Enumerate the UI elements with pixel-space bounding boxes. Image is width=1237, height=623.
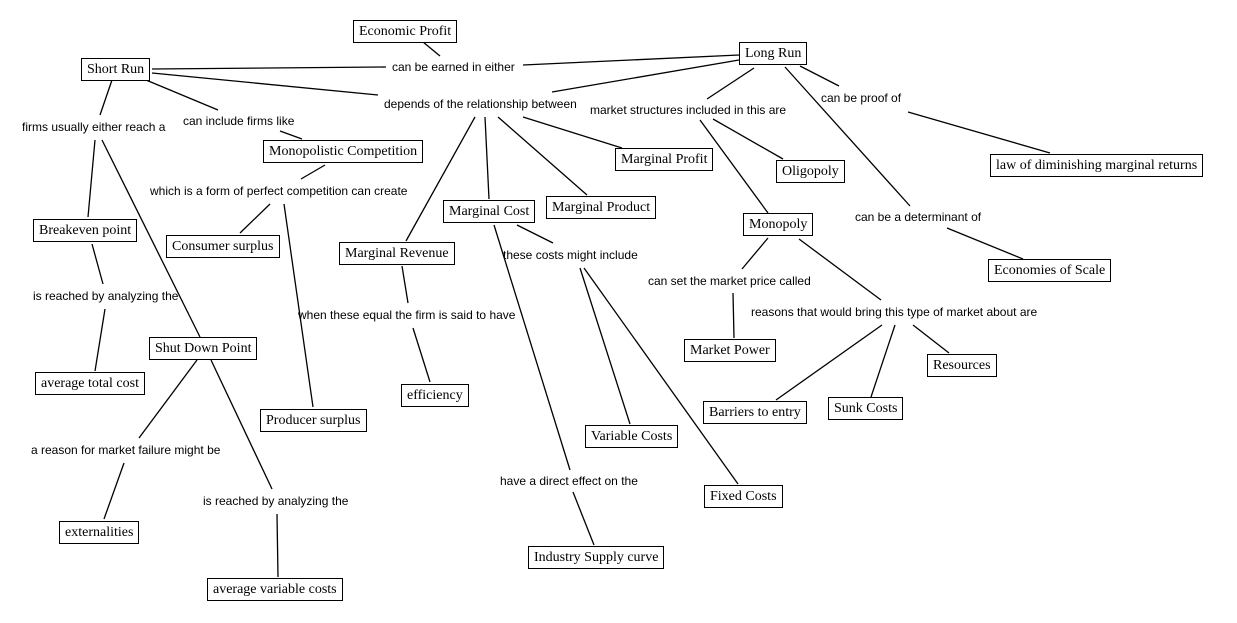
linking-phrase-firms-usually-reach: firms usually either reach a	[22, 120, 166, 134]
link-line	[522, 116, 623, 149]
concept-monopolistic-competition[interactable]: Monopolistic Competition	[263, 140, 424, 163]
linking-phrase-can-include-firms-like: can include firms like	[183, 114, 295, 128]
link-line	[579, 267, 631, 425]
linking-phrase-can-be-proof-of: can be proof of	[821, 91, 902, 105]
linking-phrase-reason-for-market-failure: a reason for market failure might be	[31, 443, 221, 457]
link-line	[484, 116, 490, 200]
concept-marginal-product[interactable]: Marginal Product	[546, 196, 657, 219]
link-line	[103, 462, 125, 520]
link-line	[741, 237, 769, 270]
link-line	[775, 324, 883, 401]
link-line	[94, 308, 106, 372]
concept-resources[interactable]: Resources	[927, 354, 997, 377]
concept-sunk-costs[interactable]: Sunk Costs	[828, 397, 904, 420]
concept-efficiency[interactable]: efficiency	[401, 384, 469, 407]
concept-economies-of-scale[interactable]: Economies of Scale	[988, 259, 1112, 282]
concept-market-power[interactable]: Market Power	[684, 339, 776, 362]
link-line	[784, 66, 911, 207]
link-line	[493, 224, 571, 471]
link-line	[572, 491, 595, 546]
link-line	[401, 265, 409, 304]
link-line	[712, 118, 784, 160]
link-line	[151, 72, 379, 96]
concept-marginal-cost[interactable]: Marginal Cost	[443, 200, 536, 223]
linking-phrase-market-structures: market structures included in this are	[590, 103, 787, 117]
linking-phrase-depends-of-relationship: depends of the relationship between	[384, 97, 577, 111]
linking-phrase-direct-effect-on: have a direct effect on the	[500, 474, 638, 488]
link-line	[145, 79, 219, 111]
link-line	[583, 267, 739, 485]
linking-phrase-when-these-equal: when these equal the firm is said to hav…	[298, 308, 516, 322]
linking-phrase-is-reached-by-analyzing-2: is reached by analyzing the	[203, 494, 349, 508]
concept-law-of-diminishing-marginal-returns[interactable]: law of diminishing marginal returns	[990, 154, 1204, 177]
link-line	[912, 324, 950, 354]
concept-average-variable-costs[interactable]: average variable costs	[207, 578, 343, 601]
linking-phrase-can-set-market-price: can set the market price called	[648, 274, 811, 288]
concept-economic-profit[interactable]: Economic Profit	[353, 20, 458, 43]
concept-industry-supply-curve[interactable]: Industry Supply curve	[528, 546, 665, 569]
link-line	[412, 327, 431, 383]
linking-phrase-is-reached-by-analyzing-1: is reached by analyzing the	[33, 289, 179, 303]
link-line	[699, 119, 769, 214]
link-line	[210, 359, 273, 490]
link-line	[907, 111, 1051, 154]
concept-barriers-to-entry[interactable]: Barriers to entry	[703, 401, 807, 424]
concept-externalities[interactable]: externalities	[59, 521, 140, 544]
link-line	[283, 203, 314, 408]
link-line	[732, 292, 735, 339]
concept-short-run[interactable]: Short Run	[81, 58, 151, 81]
link-line	[422, 41, 441, 57]
concept-marginal-revenue[interactable]: Marginal Revenue	[339, 242, 455, 265]
link-line	[551, 59, 740, 93]
concept-marginal-profit[interactable]: Marginal Profit	[615, 148, 714, 171]
link-line	[522, 54, 740, 66]
link-line	[138, 359, 198, 439]
link-line	[870, 324, 896, 398]
linking-phrase-reasons-for-market: reasons that would bring this type of ma…	[751, 305, 1038, 319]
link-line	[87, 139, 96, 218]
link-line	[151, 66, 387, 70]
link-line	[101, 139, 201, 338]
concept-breakeven-point[interactable]: Breakeven point	[33, 219, 138, 242]
linking-phrase-can-be-earned: can be earned in either	[392, 60, 515, 74]
concept-fixed-costs[interactable]: Fixed Costs	[704, 485, 783, 508]
linking-phrase-these-costs-might-include: these costs might include	[503, 248, 638, 262]
concept-shut-down-point[interactable]: Shut Down Point	[149, 337, 258, 360]
linking-phrase-can-be-determinant-of: can be a determinant of	[855, 210, 982, 224]
link-line	[799, 65, 840, 87]
concept-average-total-cost[interactable]: average total cost	[35, 372, 145, 395]
linking-phrase-form-of-perfect-competition: which is a form of perfect competition c…	[150, 184, 408, 198]
link-line	[91, 243, 104, 285]
concept-producer-surplus[interactable]: Producer surplus	[260, 409, 367, 432]
concept-variable-costs[interactable]: Variable Costs	[585, 425, 679, 448]
concept-monopoly[interactable]: Monopoly	[743, 213, 814, 236]
link-line	[239, 203, 271, 234]
link-line	[798, 238, 882, 301]
link-line	[946, 227, 1024, 260]
link-line	[497, 116, 588, 196]
link-line	[405, 116, 476, 242]
link-line	[300, 164, 326, 180]
concept-consumer-surplus[interactable]: Consumer surplus	[166, 235, 280, 258]
link-line	[99, 79, 113, 116]
link-line	[516, 224, 554, 244]
link-line	[279, 130, 303, 140]
concept-oligopoly[interactable]: Oligopoly	[776, 160, 845, 183]
concept-long-run[interactable]: Long Run	[739, 42, 808, 65]
link-line	[706, 67, 755, 100]
link-line	[276, 513, 279, 578]
